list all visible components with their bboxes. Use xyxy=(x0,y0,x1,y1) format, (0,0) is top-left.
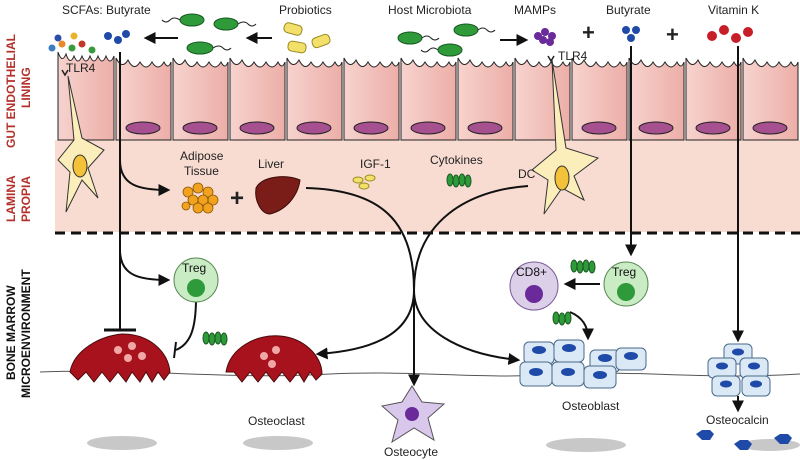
igf1-label: IGF-1 xyxy=(360,157,391,171)
enterocyte xyxy=(229,57,286,141)
zone-label-bone-line2: MICROENVIRONMENT xyxy=(19,269,33,398)
osteocalcin-label: Osteocalcin xyxy=(706,413,769,427)
adipose-tissue-icon xyxy=(181,182,219,214)
osteocyte-label: Osteocyte xyxy=(384,445,438,459)
plus-sign-1: + xyxy=(582,20,595,45)
nucleus xyxy=(125,121,161,135)
enterocyte xyxy=(286,57,343,141)
cytokines-left-icon xyxy=(202,331,228,346)
nucleus xyxy=(695,121,731,135)
cd8-label: CD8+ xyxy=(516,265,547,279)
osteoclast-left xyxy=(69,333,171,383)
zone-label-bone-line1: BONE MARROW xyxy=(4,285,18,380)
dendritic-cell-left xyxy=(57,69,105,213)
adipose-label-line1: Adipose xyxy=(180,149,224,163)
dendritic-cell-right xyxy=(531,55,600,215)
nucleus xyxy=(467,121,503,135)
enterocyte xyxy=(742,57,799,141)
scfa-molecules xyxy=(48,30,130,54)
liver-label: Liver xyxy=(258,157,284,171)
enterocyte xyxy=(115,57,172,141)
treg-cell-right xyxy=(603,261,649,307)
zone-label-gut-line1: GUT ENDOTHELIAL xyxy=(4,34,18,148)
liver-icon xyxy=(255,176,301,215)
osteoblast-right-nuclei xyxy=(716,348,762,388)
probiotics-label: Probiotics xyxy=(279,3,332,17)
osteocalcin-hexagons xyxy=(696,430,792,450)
nucleus xyxy=(581,121,617,135)
bone-surface xyxy=(39,370,800,377)
cd8-cell xyxy=(509,261,559,311)
nucleus xyxy=(239,121,275,135)
nucleus xyxy=(182,121,218,135)
host-microbiota-label: Host Microbiota xyxy=(388,3,472,17)
zone-label-gut-line2: LINING xyxy=(19,67,33,108)
osteoblast-label: Osteoblast xyxy=(562,399,620,413)
nucleus xyxy=(410,121,446,135)
enterocyte xyxy=(343,57,400,141)
zone-label-lamina-line1: LAMINA xyxy=(4,175,18,222)
cytokines-icon xyxy=(446,173,472,188)
gut-epithelium xyxy=(57,51,799,141)
plus-sign-3: + xyxy=(230,185,244,212)
enterocyte xyxy=(571,57,628,141)
mamps-label: MAMPs xyxy=(514,3,556,17)
enterocyte xyxy=(628,57,685,141)
osteoclast-label: Osteoclast xyxy=(248,414,305,428)
pathway-lines xyxy=(104,46,744,413)
butyrate-molecules xyxy=(622,26,640,42)
nucleus xyxy=(296,121,332,135)
enterocyte xyxy=(172,57,229,141)
dc-label: DC xyxy=(518,167,536,181)
vitamin-k-label: Vitamin K xyxy=(708,3,759,17)
tlr4-right-label: TLR4 xyxy=(558,49,588,63)
cytokines-cd8-icon xyxy=(552,311,572,326)
mamps-molecules xyxy=(534,28,556,46)
nucleus xyxy=(638,121,674,135)
osteocyte xyxy=(380,385,446,444)
treg-cell-left xyxy=(173,257,219,303)
bacteria-green-left xyxy=(161,13,257,55)
shadows xyxy=(87,436,800,452)
nucleus xyxy=(752,121,788,135)
enterocyte xyxy=(457,57,514,141)
cytokines-label: Cytokines xyxy=(430,153,483,167)
probiotic-bacteria xyxy=(283,22,331,54)
scfas-label: SCFAs: Butyrate xyxy=(62,3,151,17)
osteoclast-right xyxy=(225,335,323,383)
vitamin-k-molecules xyxy=(707,25,753,43)
osteoblast-nuclei xyxy=(529,344,638,379)
cytokines-right-icon xyxy=(570,259,596,274)
lamina-propria-band xyxy=(55,140,800,232)
igf1-molecules xyxy=(352,174,376,190)
plus-sign-2: + xyxy=(666,22,679,47)
adipose-label-line2: Tissue xyxy=(184,164,219,178)
treg-left-label: Treg xyxy=(182,261,206,275)
butyrate-label: Butyrate xyxy=(606,3,651,17)
enterocyte xyxy=(400,57,457,141)
tlr4-left-label: TLR4 xyxy=(66,61,96,75)
zone-label-lamina-line2: PROPIA xyxy=(19,176,33,222)
treg-right-label: Treg xyxy=(612,265,636,279)
nucleus xyxy=(353,121,389,135)
host-microbiota-bacteria xyxy=(397,23,496,57)
